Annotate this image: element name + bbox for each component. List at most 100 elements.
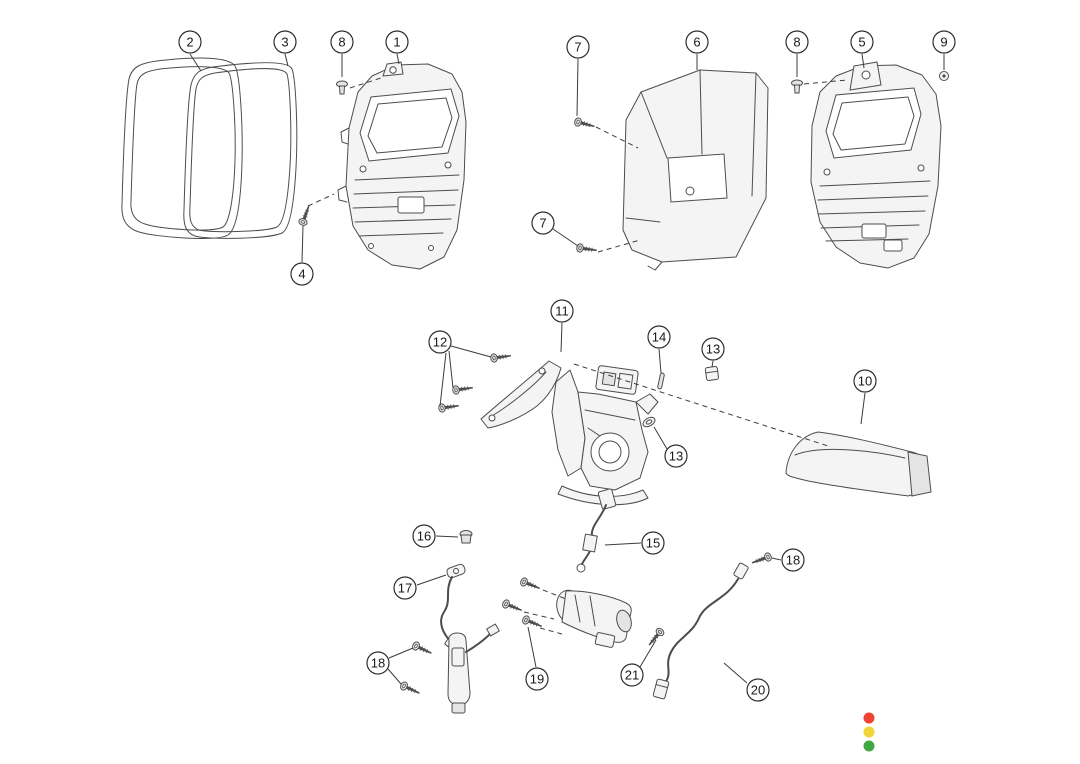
callout-13[interactable]: 13	[701, 337, 725, 361]
leader-line	[595, 126, 639, 149]
screw-19-a	[518, 576, 542, 593]
leader-line	[723, 662, 748, 684]
clip-8-right	[791, 79, 803, 94]
screw-18-left-a	[410, 640, 434, 658]
callout-circle[interactable]	[566, 35, 590, 59]
callout-circle[interactable]	[178, 30, 202, 54]
callout-6[interactable]: 6	[685, 30, 709, 54]
callout-number: 20	[751, 683, 765, 698]
part-exterior-handle	[785, 431, 932, 497]
part-handle-carrier	[551, 365, 659, 506]
callout-number: 1	[393, 35, 400, 50]
callout-8[interactable]: 8	[785, 30, 809, 54]
leader-line	[604, 542, 642, 546]
callout-14[interactable]: 14	[647, 325, 671, 349]
callout-circle[interactable]	[641, 531, 665, 555]
callout-number: 8	[338, 35, 345, 50]
callout-circle[interactable]	[385, 30, 409, 54]
callout-circle[interactable]	[273, 30, 297, 54]
callout-circle[interactable]	[620, 663, 644, 687]
callout-circle[interactable]	[550, 299, 574, 323]
callout-circle[interactable]	[393, 576, 417, 600]
callout-7[interactable]: 7	[566, 35, 590, 59]
part-cable-20	[652, 562, 749, 700]
pin-14	[657, 372, 665, 390]
leader-line	[349, 76, 385, 89]
callout-number: 8	[793, 35, 800, 50]
leader-line	[416, 574, 447, 586]
callout-circle[interactable]	[412, 524, 436, 548]
callout-number: 6	[693, 35, 700, 50]
callout-circle[interactable]	[428, 330, 452, 354]
callout-circle[interactable]	[850, 30, 874, 54]
callout-11[interactable]: 11	[550, 299, 574, 323]
callout-18[interactable]: 18	[781, 548, 805, 572]
callout-18[interactable]: 18	[366, 651, 390, 675]
callout-number: 15	[646, 536, 660, 551]
callout-circle[interactable]	[785, 30, 809, 54]
callout-circle[interactable]	[853, 369, 877, 393]
leader-line	[388, 647, 414, 659]
callout-number: 16	[417, 529, 431, 544]
callout-number: 12	[433, 335, 447, 350]
callout-circle[interactable]	[290, 262, 314, 286]
leader-line	[435, 535, 459, 538]
callout-7[interactable]: 7	[531, 211, 555, 235]
callout-circle[interactable]	[531, 211, 555, 235]
callout-circle[interactable]	[330, 30, 354, 54]
screw-4	[297, 204, 314, 227]
callout-circle[interactable]	[525, 667, 549, 691]
leader-line	[439, 352, 447, 407]
callout-15[interactable]: 15	[641, 531, 665, 555]
part-outer-door-seal	[121, 57, 243, 239]
screw-7-top	[573, 116, 597, 131]
screw-21	[645, 626, 666, 649]
callout-21[interactable]: 21	[620, 663, 644, 687]
callout-12[interactable]: 12	[428, 330, 452, 354]
callout-1[interactable]: 1	[385, 30, 409, 54]
callout-circle[interactable]	[685, 30, 709, 54]
callout-2[interactable]: 2	[178, 30, 202, 54]
leader-line	[448, 350, 454, 389]
part-door-module-front	[337, 61, 467, 270]
screw-18-left-b	[398, 680, 422, 698]
leader-line	[450, 345, 492, 358]
callout-20[interactable]: 20	[746, 678, 770, 702]
status-dot-yellow	[863, 726, 875, 738]
callout-number: 19	[530, 672, 544, 687]
part-inner-door-seal	[183, 62, 298, 239]
leader-line	[653, 426, 668, 450]
callout-10[interactable]: 10	[853, 369, 877, 393]
callout-circle[interactable]	[746, 678, 770, 702]
callout-circle[interactable]	[664, 444, 688, 468]
callout-circle[interactable]	[647, 325, 671, 349]
callout-4[interactable]: 4	[290, 262, 314, 286]
callout-16[interactable]: 16	[412, 524, 436, 548]
part-handle-reinforcement	[480, 360, 562, 429]
callout-number: 14	[652, 330, 666, 345]
callout-5[interactable]: 5	[850, 30, 874, 54]
callout-number: 3	[281, 35, 288, 50]
assembly-dashed-line	[539, 627, 563, 635]
callout-circle[interactable]	[701, 337, 725, 361]
leader-line	[396, 53, 400, 65]
callout-circle[interactable]	[781, 548, 805, 572]
screw-7-mid	[575, 242, 598, 256]
part-cable-15	[576, 488, 617, 573]
callout-19[interactable]: 19	[525, 667, 549, 691]
leader-line	[597, 239, 641, 253]
callout-13[interactable]: 13	[664, 444, 688, 468]
callout-circle[interactable]	[932, 30, 956, 54]
callout-8[interactable]: 8	[330, 30, 354, 54]
callout-number: 9	[940, 35, 947, 50]
callout-number: 10	[858, 374, 872, 389]
callout-number: 13	[706, 342, 720, 357]
callout-3[interactable]: 3	[273, 30, 297, 54]
part-door-module-rear	[810, 61, 942, 269]
callout-9[interactable]: 9	[932, 30, 956, 54]
callout-17[interactable]: 17	[393, 576, 417, 600]
leader-line	[387, 668, 402, 685]
lock-actuator	[556, 589, 632, 648]
leader-line	[803, 79, 848, 85]
callout-circle[interactable]	[366, 651, 390, 675]
